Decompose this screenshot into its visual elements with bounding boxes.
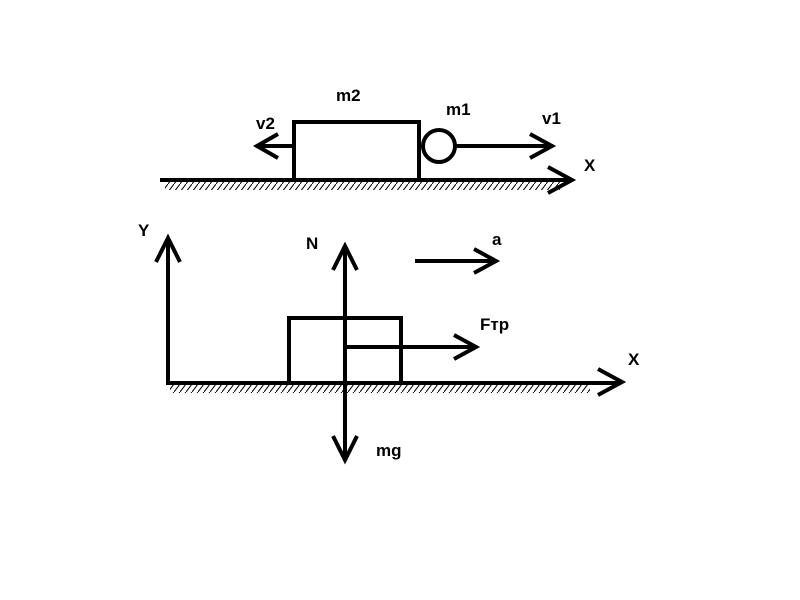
gravity-force-arrowhead	[331, 435, 359, 465]
acceleration-arrowhead	[473, 247, 501, 275]
v1-arrowhead	[529, 132, 557, 160]
v2-arrowhead	[252, 132, 279, 160]
block-m2	[292, 120, 421, 182]
m2-label: m2	[336, 86, 361, 105]
ball-m1	[421, 128, 457, 164]
m1-label: m1	[446, 100, 471, 119]
friction-force-label: Fтр	[480, 315, 509, 334]
friction-force-arrowhead	[453, 333, 481, 361]
v1-label: v1	[542, 109, 561, 128]
normal-force-arrowhead	[331, 241, 359, 271]
y-axis-label: Y	[138, 221, 150, 240]
gravity-force-label: mg	[376, 441, 402, 460]
bottom-x-axis-label: X	[628, 350, 640, 369]
bottom-ground-hatching	[170, 385, 590, 393]
bottom-diagram: Y X N mg Fтр a	[138, 221, 640, 465]
bottom-x-axis-arrowhead	[597, 367, 627, 397]
acceleration-label: a	[492, 230, 502, 249]
top-x-axis-arrowhead	[547, 165, 577, 195]
top-ground-hatching	[165, 182, 560, 190]
top-x-axis-label: X	[584, 156, 596, 175]
normal-force-label: N	[306, 234, 318, 253]
y-axis-arrowhead	[154, 233, 182, 263]
top-diagram: X m2 m1 v2 v1	[160, 86, 596, 195]
v2-label: v2	[256, 114, 275, 133]
